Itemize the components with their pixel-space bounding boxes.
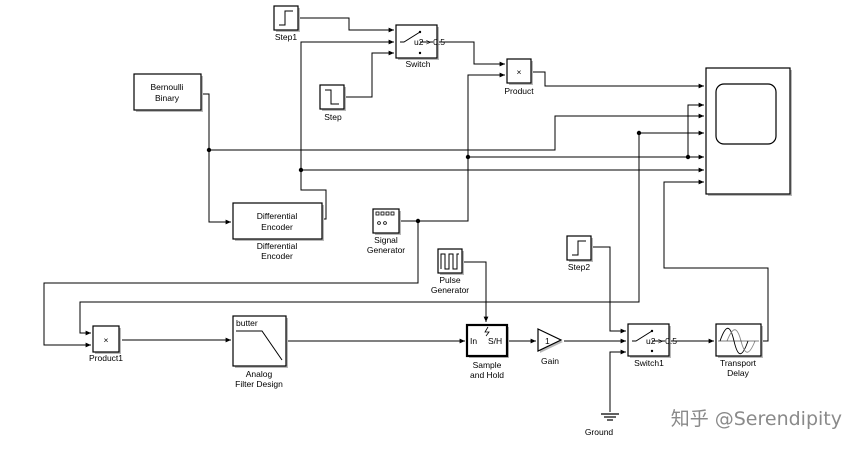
step2-block[interactable]: Step2 xyxy=(566,235,593,272)
product-block[interactable]: × Product xyxy=(504,58,534,96)
junction-dots xyxy=(206,130,691,224)
signal-generator-icon xyxy=(375,211,395,225)
delay-label1: Transport xyxy=(720,358,757,368)
step-block[interactable]: Step xyxy=(319,84,346,122)
wire-switch-product[interactable] xyxy=(438,41,505,67)
sample-and-hold-block[interactable]: In S/H Sample and Hold xyxy=(465,323,509,380)
gain-block[interactable]: 1 Gain xyxy=(537,328,563,366)
switch1-condition: u2 > 0.5 xyxy=(646,336,677,346)
delay-label2: Delay xyxy=(727,368,749,378)
switch-icon xyxy=(400,31,433,43)
wire-step1-switch[interactable] xyxy=(299,17,394,33)
bernoulli-binary-block[interactable]: Bernoulli Binary xyxy=(133,73,203,112)
wire-bernoulli-encoder[interactable] xyxy=(201,93,231,225)
wire-siggen-product[interactable] xyxy=(400,72,505,222)
step1-block[interactable]: Step1 xyxy=(273,5,300,42)
encoder-label1: Differential xyxy=(257,241,298,251)
step1-label: Step1 xyxy=(275,32,297,42)
product1-block[interactable]: × Product1 xyxy=(89,325,123,363)
switch-block[interactable]: u2 > 0.5 Switch xyxy=(395,24,445,69)
differential-encoder-block[interactable]: Differential Encoder Differential Encode… xyxy=(232,202,324,261)
step-icon xyxy=(572,240,586,256)
bernoulli-line1: Bernoulli xyxy=(150,82,183,92)
wire-ground-switch1[interactable] xyxy=(609,349,626,412)
encoder-line1: Differential xyxy=(257,211,298,221)
switch1-label: Switch1 xyxy=(634,358,664,368)
gain-label: Gain xyxy=(541,356,559,366)
filter-label1: Analog xyxy=(246,369,273,379)
bernoulli-line2: Binary xyxy=(155,93,180,103)
step2-label: Step2 xyxy=(568,262,590,272)
signal-lines xyxy=(43,17,769,412)
wire-siggen-product1[interactable] xyxy=(43,221,419,348)
step-down-icon xyxy=(325,89,339,105)
wire-encoder-scope[interactable] xyxy=(300,167,704,220)
multiply-icon: × xyxy=(517,67,522,77)
wire-switch-control[interactable] xyxy=(300,39,394,170)
ground-label: Ground xyxy=(585,427,614,437)
pulse-generator-block[interactable]: Pulse Generator xyxy=(431,248,469,295)
analog-filter-design-block[interactable]: butter Analog Filter Design xyxy=(232,315,288,389)
scope-screen-icon xyxy=(715,83,777,145)
product1-label: Product1 xyxy=(89,353,123,363)
sh-in-port: In xyxy=(470,336,477,346)
ground-block[interactable]: Ground xyxy=(585,413,619,437)
step-label: Step xyxy=(324,112,342,122)
sh-text: S/H xyxy=(488,336,502,346)
signal-generator-label1: Signal xyxy=(374,235,398,245)
filter-type-text: butter xyxy=(236,318,258,328)
transport-delay-icon xyxy=(718,327,759,355)
switch-icon xyxy=(632,330,665,342)
wire-step-switch[interactable] xyxy=(346,50,394,98)
multiply-icon: × xyxy=(104,335,109,345)
wire-pulse-sh[interactable] xyxy=(464,261,489,322)
pulse-generator-label2: Generator xyxy=(431,285,469,295)
switch-label: Switch xyxy=(405,59,430,69)
step-icon xyxy=(279,10,293,26)
sh-label1: Sample xyxy=(473,360,502,370)
ground-icon xyxy=(601,413,619,421)
wire-bernoulli-scope[interactable] xyxy=(209,113,704,151)
sh-label2: and Hold xyxy=(470,370,504,380)
signal-generator-block[interactable]: Signal Generator xyxy=(367,208,405,255)
pulse-generator-label1: Pulse xyxy=(439,275,461,285)
wire-delay-scope[interactable] xyxy=(663,179,769,342)
scope-block[interactable] xyxy=(705,67,792,196)
switch-condition: u2 > 0.5 xyxy=(414,37,445,47)
filter-label2: Filter Design xyxy=(235,379,283,389)
wire-product-scope[interactable] xyxy=(531,71,704,89)
signal-generator-label2: Generator xyxy=(367,245,405,255)
transport-delay-block[interactable]: Transport Delay xyxy=(715,323,763,378)
product-label: Product xyxy=(504,86,534,96)
switch1-block[interactable]: u2 > 0.5 Switch1 xyxy=(627,323,677,368)
watermark-text: 知乎 @Serendipity xyxy=(671,408,842,430)
wire-step2-switch1[interactable] xyxy=(593,246,626,334)
encoder-label2: Encoder xyxy=(261,251,293,261)
trigger-icon xyxy=(484,326,490,337)
wire-product1-in2[interactable] xyxy=(79,133,640,336)
gain-value: 1 xyxy=(545,336,550,346)
pulse-icon xyxy=(440,253,459,270)
wire-scope-in2[interactable] xyxy=(687,102,704,157)
lowpass-icon xyxy=(236,330,283,361)
encoder-line2: Encoder xyxy=(261,222,293,232)
